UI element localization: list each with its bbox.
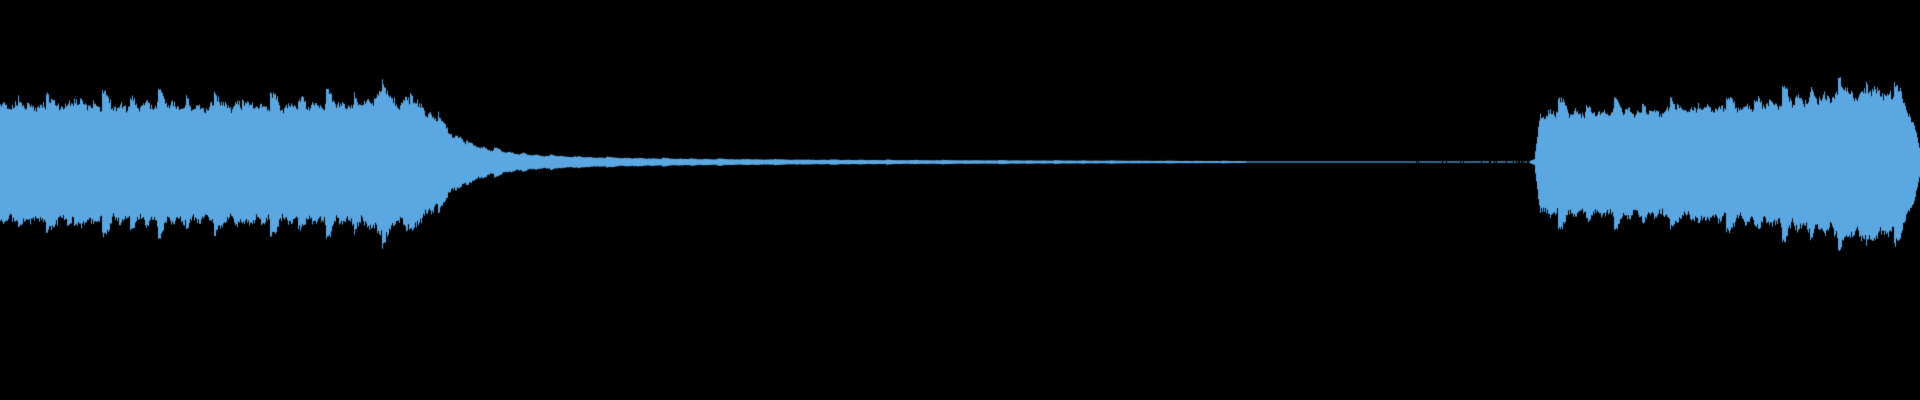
audio-waveform[interactable]: [0, 0, 1920, 400]
waveform-panel: [0, 0, 1920, 400]
